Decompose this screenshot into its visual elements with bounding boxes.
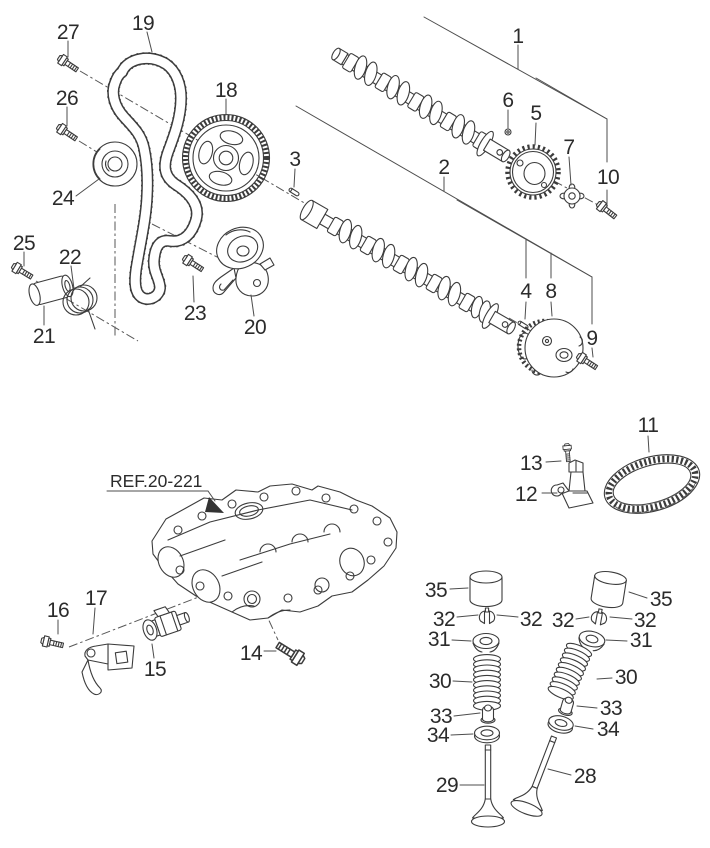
spring-retainer	[472, 632, 500, 653]
callout-5[interactable]: 5	[530, 102, 542, 125]
callout-34-right[interactable]: 34	[597, 718, 621, 741]
bolt-25	[9, 260, 35, 283]
callout-32-right-b[interactable]: 32	[634, 609, 657, 632]
leader-lines	[23, 16, 650, 786]
bolt-13	[562, 442, 573, 463]
spring-seat	[545, 712, 576, 737]
chain-tensioner-bracket	[550, 459, 594, 509]
callout-14[interactable]: 14	[240, 642, 264, 665]
valve-keepers	[589, 607, 609, 627]
callout-1[interactable]: 1	[512, 25, 524, 48]
belt-tensioner-assembly	[212, 226, 275, 297]
valve-tappet	[589, 568, 628, 611]
valve-keepers	[478, 607, 496, 625]
callout-33-left[interactable]: 33	[430, 705, 453, 728]
callout-28[interactable]: 28	[574, 765, 597, 788]
cam-chain-sprocket	[505, 144, 561, 200]
callout-3[interactable]: 3	[289, 148, 301, 171]
tensioner-spring	[62, 277, 98, 330]
valve-spring	[546, 640, 594, 703]
callout-19[interactable]: 19	[132, 12, 155, 35]
callout-25[interactable]: 25	[13, 232, 36, 255]
cylinder-head	[151, 483, 398, 621]
callouts: 27 19 26 18 24 25 22 21 23 20 3 1 2 6 5 …	[13, 12, 673, 797]
callout-16[interactable]: 16	[47, 599, 70, 622]
cvvt-assembly	[516, 318, 584, 378]
valve-stem-seal	[480, 704, 496, 724]
callout-32-left-b[interactable]: 32	[520, 608, 543, 631]
intake-valve	[470, 744, 506, 828]
callout-31-right[interactable]: 31	[630, 629, 653, 652]
callout-27[interactable]: 27	[57, 21, 80, 44]
callout-13[interactable]: 13	[520, 452, 543, 475]
callout-35-right[interactable]: 35	[650, 588, 673, 611]
bolt-23	[180, 252, 206, 275]
callout-20[interactable]: 20	[244, 316, 267, 339]
oil-control-valve	[142, 606, 190, 641]
callout-12[interactable]: 12	[515, 483, 538, 506]
callout-4[interactable]: 4	[520, 280, 533, 303]
callout-34-left[interactable]: 34	[427, 724, 451, 747]
callout-24[interactable]: 24	[52, 187, 76, 210]
exhaust-valve	[508, 730, 570, 821]
callout-30-right[interactable]: 30	[615, 666, 638, 689]
callout-11[interactable]: 11	[638, 414, 659, 437]
valve-tappet	[469, 570, 503, 608]
callout-35-left[interactable]: 35	[425, 579, 448, 602]
camshaft-sprocket	[181, 113, 271, 203]
trigger-rotor	[559, 183, 585, 209]
bolt-16	[39, 634, 65, 652]
intake-camshaft	[331, 47, 511, 163]
ref-label[interactable]: REF.20-221	[110, 471, 202, 491]
callout-17[interactable]: 17	[85, 587, 108, 610]
callout-21[interactable]: 21	[33, 325, 56, 348]
bolt-9	[574, 350, 600, 373]
callout-31-left[interactable]: 31	[428, 628, 451, 651]
ref-arrow-icon	[205, 497, 224, 513]
callout-32-left-a[interactable]: 32	[433, 608, 456, 631]
callout-9[interactable]: 9	[586, 327, 598, 350]
idler-pulley	[92, 141, 138, 187]
callout-22[interactable]: 22	[59, 246, 82, 269]
callout-26[interactable]: 26	[56, 87, 79, 110]
timing-chain	[603, 454, 701, 514]
callout-6[interactable]: 6	[502, 89, 514, 112]
valve-stack-intake	[469, 570, 506, 828]
callout-10[interactable]: 10	[597, 166, 620, 189]
callout-8[interactable]: 8	[545, 280, 557, 303]
callout-15[interactable]: 15	[144, 658, 167, 681]
plug-6	[504, 128, 512, 136]
dowel-pin-3	[287, 186, 301, 198]
callout-32-right-a[interactable]: 32	[552, 609, 575, 632]
spring-seat	[473, 725, 501, 744]
callout-7[interactable]: 7	[563, 136, 575, 159]
callout-18[interactable]: 18	[215, 79, 238, 102]
valve-spring	[472, 654, 502, 711]
exhaust-camshaft	[299, 199, 516, 335]
ocv-bracket	[81, 643, 135, 696]
bolt-14	[273, 638, 308, 668]
tensioner-spacer	[28, 274, 74, 306]
callout-29[interactable]: 29	[436, 774, 459, 797]
ref-callout-group[interactable]: REF.20-221	[106, 471, 224, 513]
callout-33-right[interactable]: 33	[600, 697, 623, 720]
callout-30-left[interactable]: 30	[429, 670, 452, 693]
callout-2[interactable]: 2	[438, 156, 450, 179]
callout-23[interactable]: 23	[184, 302, 207, 325]
